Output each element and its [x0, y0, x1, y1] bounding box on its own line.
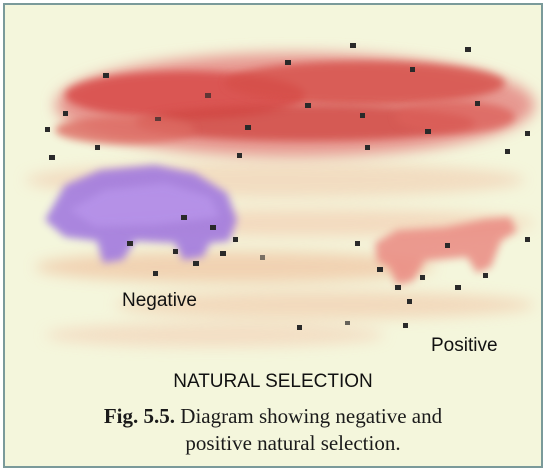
- sky-band: [55, 53, 535, 157]
- negative-label: Negative: [122, 290, 197, 311]
- natural-selection-illustration: [25, 43, 535, 347]
- caption-line-2: positive natural selection.: [185, 431, 401, 455]
- figure-caption: Fig. 5.5. Diagram showing negative and p…: [5, 403, 541, 457]
- caption-line-1: Diagram showing negative and: [180, 404, 443, 428]
- figure-frame: Negative Positive NATURAL SELECTION Fig.…: [3, 3, 543, 468]
- positive-animal: [375, 217, 517, 285]
- positive-label: Positive: [431, 335, 498, 356]
- diagram-title: NATURAL SELECTION: [173, 371, 373, 392]
- speckle-texture: [45, 43, 530, 330]
- figure-number: Fig. 5.5.: [103, 404, 176, 428]
